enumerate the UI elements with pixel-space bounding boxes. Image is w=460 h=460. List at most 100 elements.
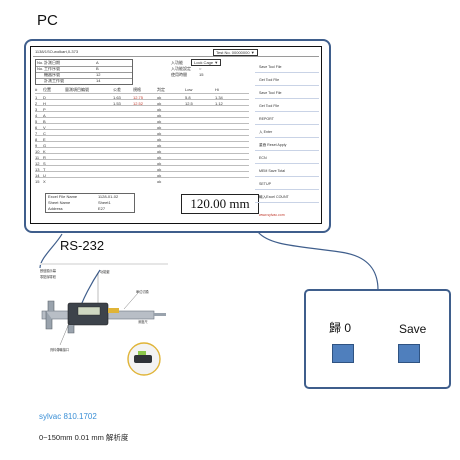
caliper-callout-6: 資料傳輸接口 [50,348,70,352]
table-cell: 6 [35,124,38,130]
header-cell: 14 [96,78,101,83]
input-label: 入功能 [171,60,183,65]
table-cell: 5.8 [185,94,191,100]
depth-rod [154,313,166,316]
sidebar-divider [255,124,319,125]
caliper-callout-2: 零點歸零鈕 [40,275,56,279]
cable-plug-tip [138,351,146,355]
table-cell: T [43,166,46,172]
fixed-upper-jaw [47,300,55,311]
table-cell: X [43,178,46,184]
sidebar-button[interactable]: Save Tool File [259,65,282,69]
input-select[interactable]: Lock Cage ▼ [191,59,222,66]
sidebar-divider [255,72,319,73]
sidebar-button[interactable]: MEM Save Total [259,169,286,173]
header-row-divider [36,78,132,79]
test-no-select[interactable]: Test No. 00000000 ▼ [213,49,258,56]
table-cell: C [43,130,46,136]
moving-jaw [67,325,75,334]
table-cell: 9 [35,142,38,148]
cable-plug [134,355,152,363]
sidebar-button[interactable]: SETUP [259,182,271,186]
sidebar-divider [255,98,319,99]
table-header-cell: Hi [215,87,219,92]
table-cell: 2 [35,100,38,106]
save-button[interactable] [398,344,420,363]
table-header-cell: 規格 [133,87,141,92]
header-cell: 計測工作號 [44,78,64,83]
device-panel: 歸 0 Save [304,289,451,389]
caliper-illustration: 數值顯示幕 零點歸零鈕 功能鍵 單位切換 深度尺 資料傳輸接口 [38,263,170,381]
table-cell: ok [157,106,162,112]
sidebar-divider [255,163,319,164]
caliper-spec-caption: 0~150mm 0.01 mm 解析度 [39,433,129,442]
excel-info-cell: Excel File Name [48,194,78,199]
table-cell: 1.63 [113,94,121,100]
zero-label: 歸 0 [329,321,352,335]
table-cell: 7 [35,130,38,136]
title-divider [33,56,319,57]
header-cell: 計測日期 [44,60,60,65]
table-header-cell: Low [185,87,193,92]
table-cell: ok [157,172,162,178]
table-cell: 1 [35,94,38,100]
table-cell: P [43,106,46,112]
table-cell: ok [157,100,162,106]
sidebar-button[interactable]: ECN [259,156,267,160]
table-cell: ok [157,118,162,124]
excel-info-cell: Sheet Name [48,200,71,205]
table-cell: B [43,118,46,124]
table-cell: G [43,142,47,148]
table-cell: H [43,100,46,106]
sidebar-divider [255,189,319,190]
table-cell: 5 [35,118,38,124]
sidebar-button[interactable]: 輸入Excel COUNT [259,195,289,199]
sidebar-divider [255,176,319,177]
table-cell: S [43,160,46,166]
sidebar-button[interactable]: Get Tool File [259,104,280,108]
sidebar-divider [255,202,319,203]
table-cell: 11 [35,154,40,160]
table-cell: 14 [35,172,40,178]
sidebar-divider [255,111,319,112]
app-title: 1138/1SO-wolkart,0-373 [35,49,79,54]
table-cell: ok [157,178,162,184]
table-cell: ok [157,142,162,148]
table-header-cell: 判定 [157,87,165,92]
sidebar-button[interactable]: REPORT [259,117,274,121]
sidebar-button[interactable]: 重疊 Reset Apply [259,143,287,147]
table-cell: R [43,154,46,160]
header-cell: 工作序號 [44,66,60,71]
table-cell: K [43,148,46,154]
sidebar-button[interactable]: Get Tool File [259,78,280,82]
table-cell: 13 [35,166,40,172]
zero-button[interactable] [332,344,354,363]
card-top-band [40,263,168,265]
table-cell: 3 [35,106,38,112]
table-cell: 1.53 [113,100,121,106]
table-cell: 12 [35,160,40,166]
table-cell: 8 [35,136,38,142]
table-header-cell: # [35,87,38,92]
sidebar-button[interactable]: Save Tool File [259,91,282,95]
table-cell: E [43,136,46,142]
sidebar-divider [255,85,319,86]
table-cell: ok [157,136,162,142]
sidebar-button[interactable]: 入 Enter [259,130,273,134]
